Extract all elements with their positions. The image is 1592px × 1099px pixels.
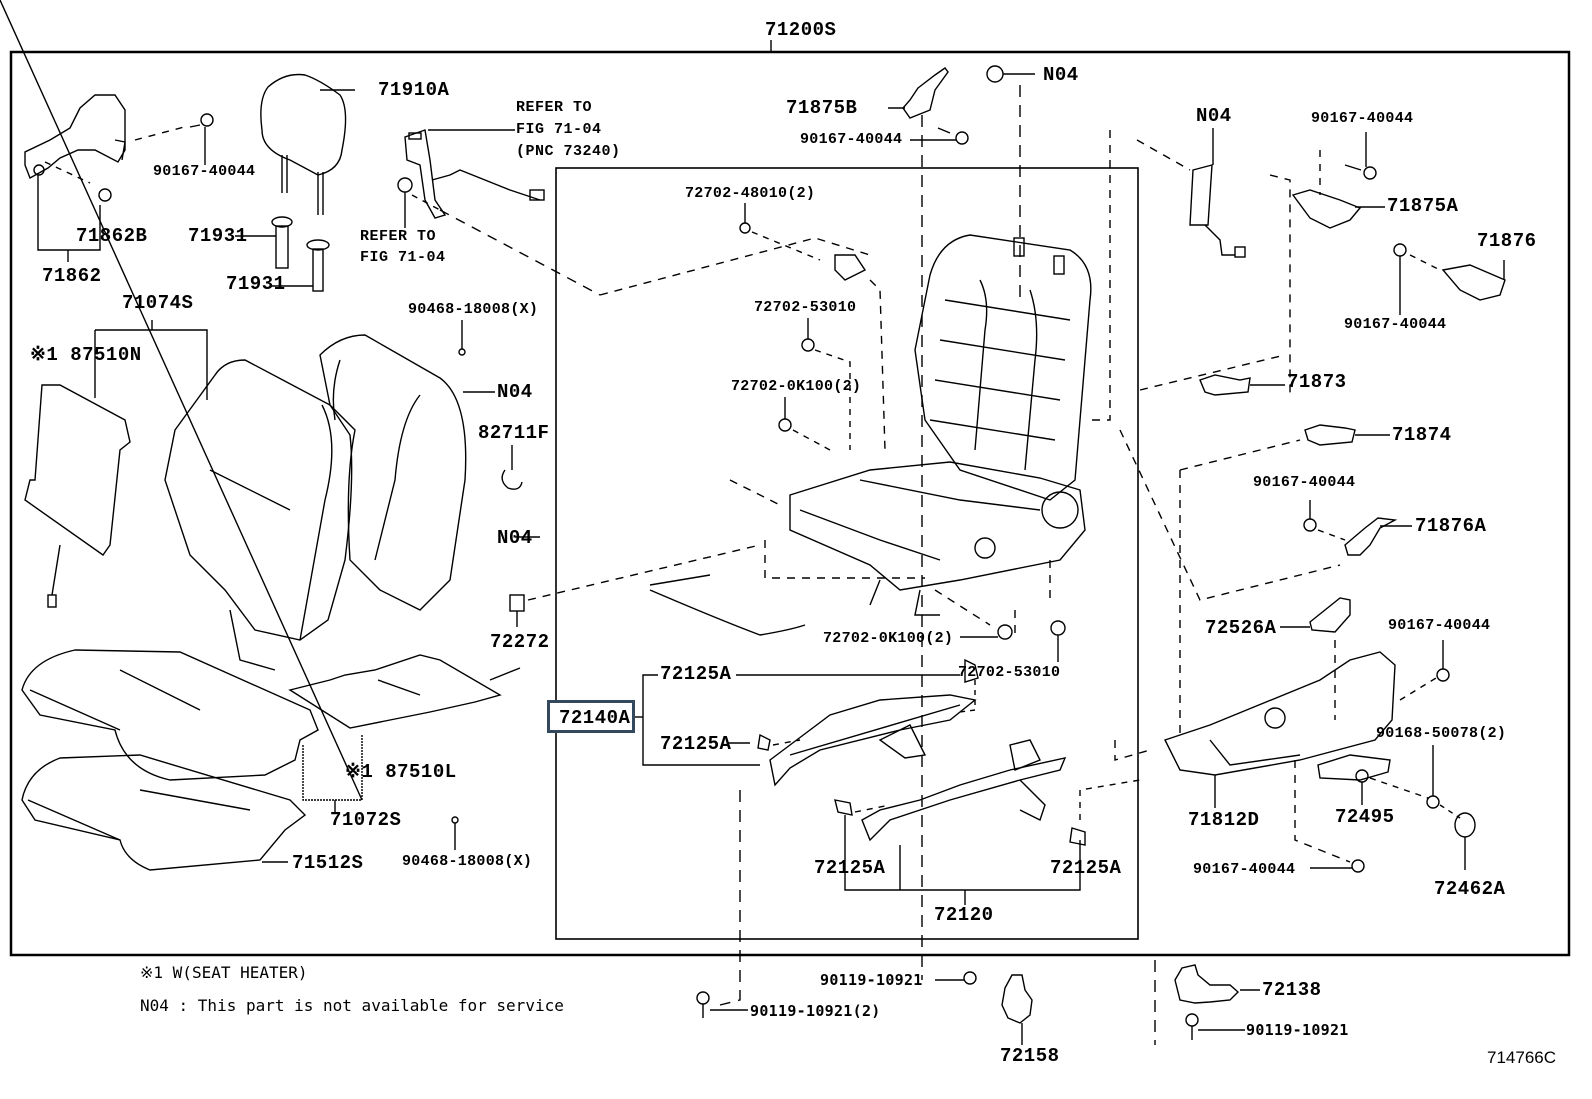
figure-code: 714766C bbox=[1487, 1048, 1557, 1067]
part-label-82711F[interactable]: 82711F bbox=[478, 422, 550, 444]
part-label-72158[interactable]: 72158 bbox=[1000, 1045, 1060, 1067]
part-label-90167-40044[interactable]: 90167-40044 bbox=[800, 131, 903, 148]
seat-frame-drawing bbox=[649, 234, 1092, 636]
part-label-71931[interactable]: 71931 bbox=[188, 225, 248, 247]
part-label-90167-40044[interactable]: 90167-40044 bbox=[1311, 110, 1414, 127]
part-label-90468-18008[interactable]: 90468-18008(X) bbox=[402, 853, 533, 870]
71812d-drawing bbox=[1164, 651, 1396, 776]
part-label-72140A[interactable]: 72140A bbox=[559, 707, 631, 729]
cushion-heater-pad-drawing bbox=[288, 654, 521, 729]
part-label-71910A[interactable]: 71910A bbox=[378, 79, 450, 101]
part-label-72702-0K100[interactable]: 72702-0K100(2) bbox=[731, 378, 862, 395]
72495-drawing bbox=[1317, 754, 1391, 783]
part-label-N04[interactable]: N04 bbox=[1196, 105, 1232, 127]
part-label-71874[interactable]: 71874 bbox=[1392, 424, 1452, 446]
part-label-72120[interactable]: 72120 bbox=[934, 904, 994, 926]
part-label-90167-40044[interactable]: 90167-40044 bbox=[1344, 316, 1447, 333]
headrest-support-drawing bbox=[271, 216, 330, 292]
part-label-71072S[interactable]: 71072S bbox=[330, 809, 402, 831]
footnote-seat-heater: ※1 W(SEAT HEATER) bbox=[140, 963, 308, 982]
part-label-72702-48010[interactable]: 72702-48010(2) bbox=[685, 185, 816, 202]
part-label-90468-18008[interactable]: 90468-18008(X) bbox=[408, 301, 539, 318]
seatback-pad-drawing bbox=[319, 334, 467, 611]
part-label-71875A[interactable]: 71875A bbox=[1387, 195, 1459, 217]
part-label-71862B[interactable]: 71862B bbox=[76, 225, 148, 247]
part-label-72125A[interactable]: 72125A bbox=[660, 663, 732, 685]
part-label-71512S[interactable]: 71512S bbox=[292, 852, 364, 874]
part-label-72702-53010[interactable]: 72702-53010 bbox=[958, 664, 1061, 681]
cushion-cover-drawing bbox=[21, 649, 319, 781]
refer-to-fig-link[interactable]: FIG 71-04 bbox=[516, 121, 602, 138]
inner-frame bbox=[555, 167, 1139, 940]
seat-track-drawing bbox=[769, 694, 1067, 842]
part-label-71876A[interactable]: 71876A bbox=[1415, 515, 1487, 537]
part-label-72702-0K100[interactable]: 72702-0K100(2) bbox=[823, 630, 954, 647]
part-label-71862[interactable]: 71862 bbox=[42, 265, 102, 287]
seatback-heater-pad-drawing bbox=[24, 384, 131, 608]
part-label-71876[interactable]: 71876 bbox=[1477, 230, 1537, 252]
part-label-72462A[interactable]: 72462A bbox=[1434, 878, 1506, 900]
part-label-72125A[interactable]: 72125A bbox=[1050, 857, 1122, 879]
part-label-N04[interactable]: N04 bbox=[1043, 64, 1079, 86]
part-label-90167-40044[interactable]: 90167-40044 bbox=[1253, 474, 1356, 491]
seatback-cover-drawing bbox=[164, 359, 353, 671]
part-label-72125A[interactable]: 72125A bbox=[660, 733, 732, 755]
part-label-71873[interactable]: 71873 bbox=[1287, 371, 1347, 393]
72158-drawing bbox=[1001, 974, 1033, 1024]
71875a-drawing bbox=[1291, 189, 1362, 229]
refer-to-label: REFER TO bbox=[360, 228, 437, 245]
cushion-pad-drawing bbox=[21, 754, 307, 871]
part-label-71200S[interactable]: 71200S bbox=[765, 19, 837, 41]
part-label-90167-40044[interactable]: 90167-40044 bbox=[1193, 861, 1296, 878]
71876-drawing bbox=[1441, 264, 1506, 301]
72526a-drawing bbox=[1309, 597, 1351, 633]
part-label-71812D[interactable]: 71812D bbox=[1188, 809, 1260, 831]
part-label-71931[interactable]: 71931 bbox=[226, 273, 286, 295]
outer-frame bbox=[9, 50, 1571, 957]
headrest-drawing bbox=[260, 73, 347, 215]
part-label-90119-10921[interactable]: 90119-10921 bbox=[1246, 1021, 1349, 1039]
refer-to-fig-link[interactable]: FIG 71-04 bbox=[360, 249, 446, 266]
72138-drawing bbox=[1174, 964, 1240, 1004]
part-label-N04[interactable]: N04 bbox=[497, 527, 533, 549]
part-label-72495[interactable]: 72495 bbox=[1335, 806, 1395, 828]
part-label-72526A[interactable]: 72526A bbox=[1205, 617, 1277, 639]
footnote-n04: N04 : This part is not available for ser… bbox=[140, 996, 564, 1015]
part-label-72125A[interactable]: 72125A bbox=[814, 857, 886, 879]
part-label-87510N[interactable]: ※1 87510N bbox=[30, 344, 142, 366]
part-label-90168-50078[interactable]: 90168-50078(2) bbox=[1376, 725, 1507, 742]
part-label-71074S[interactable]: 71074S bbox=[122, 292, 194, 314]
71875b-drawing bbox=[902, 67, 949, 119]
part-label-72272[interactable]: 72272 bbox=[490, 631, 550, 653]
part-label-72702-53010[interactable]: 72702-53010 bbox=[754, 299, 857, 316]
part-label-90119-10921[interactable]: 90119-10921(2) bbox=[750, 1002, 881, 1020]
part-label-71875B[interactable]: 71875B bbox=[786, 97, 858, 119]
part-label-87510L[interactable]: ※1 87510L bbox=[345, 761, 457, 783]
part-label-N04[interactable]: N04 bbox=[497, 381, 533, 403]
highlighted-part-72140A[interactable]: 72140A bbox=[547, 700, 635, 733]
side-airbag-drawing bbox=[1189, 164, 1246, 258]
part-label-90167-40044[interactable]: 90167-40044 bbox=[153, 163, 256, 180]
part-label-90119-10921[interactable]: 90119-10921 bbox=[820, 971, 923, 989]
seat-belt-buckle-drawing bbox=[404, 129, 545, 219]
part-label-72138[interactable]: 72138 bbox=[1262, 979, 1322, 1001]
part-label-90167-40044[interactable]: 90167-40044 bbox=[1388, 617, 1491, 634]
refer-to-pnc-label: (PNC 73240) bbox=[516, 143, 621, 160]
71876a-drawing bbox=[1344, 517, 1398, 556]
refer-to-label: REFER TO bbox=[516, 99, 593, 116]
